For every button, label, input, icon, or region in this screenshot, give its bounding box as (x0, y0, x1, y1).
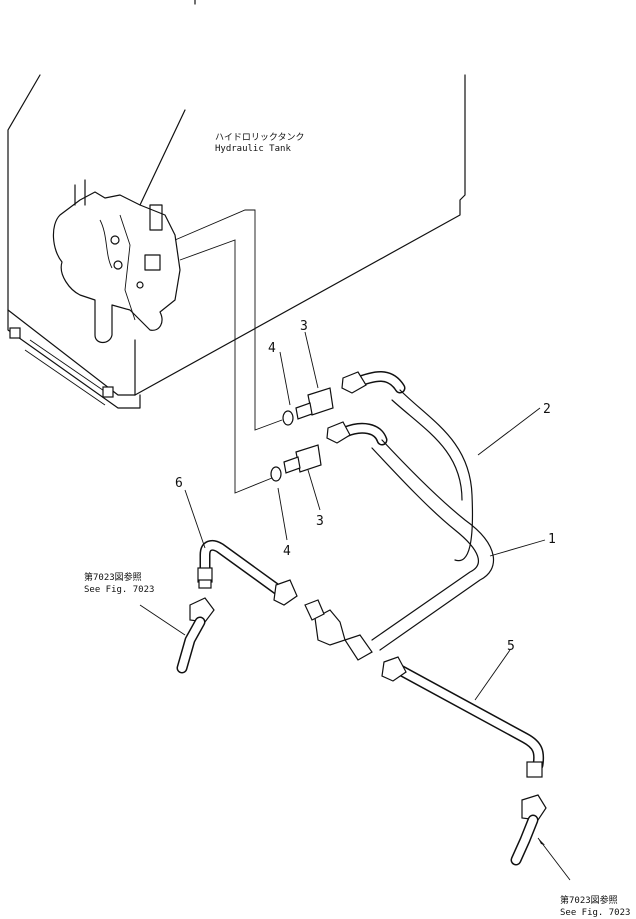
callout-4-top: 4 (268, 341, 276, 356)
see-fig-right-jp: 第7023図参照 (560, 894, 618, 906)
o-ring-bottom (270, 466, 282, 482)
see-fig-left-jp: 第7023図参照 (84, 571, 142, 583)
tube-6 (197, 539, 325, 621)
tube-5 (381, 656, 545, 778)
tank-bolt (9, 327, 21, 339)
tank-bolt (102, 386, 114, 398)
o-ring-top (282, 410, 294, 426)
callout-leaders (184, 407, 546, 701)
hydraulic-tank-label-en: Hydraulic Tank (215, 144, 291, 154)
hose-1 (314, 421, 495, 661)
tube-5-end-nut (526, 761, 543, 778)
callout-1: 1 (548, 532, 556, 547)
o-ring-4 (270, 351, 294, 541)
callout-3-top: 3 (300, 319, 308, 334)
route-lines (174, 209, 283, 494)
callout-2: 2 (543, 402, 551, 417)
mating-hose-left (176, 597, 215, 674)
hydraulic-tank-label: ハイドロリックタンク Hydraulic Tank (215, 132, 304, 154)
see-fig-right-en: See Fig. 7023 (560, 908, 630, 918)
callout-4-bottom: 4 (283, 544, 291, 559)
tube-6-nut (273, 579, 298, 606)
callout-3-bottom: 3 (316, 514, 324, 529)
control-valve (52, 179, 181, 344)
callout-5: 5 (507, 639, 515, 654)
hose-2 (341, 371, 474, 562)
hydraulic-tank (7, 0, 466, 409)
hose-1-nut (326, 421, 351, 444)
tube-5-nut (381, 656, 407, 682)
hose-2-nut (341, 371, 367, 394)
hydraulic-tank-label-jp: ハイドロリックタンク (215, 132, 304, 143)
mating-hose-right (510, 794, 547, 866)
see-fig-right-leader (537, 837, 571, 881)
adapter-3 (283, 331, 334, 511)
see-fig-left-leader (139, 604, 186, 636)
see-fig-left-en: See Fig. 7023 (84, 585, 154, 595)
hose-1-end (344, 634, 373, 661)
callout-6: 6 (175, 476, 183, 491)
